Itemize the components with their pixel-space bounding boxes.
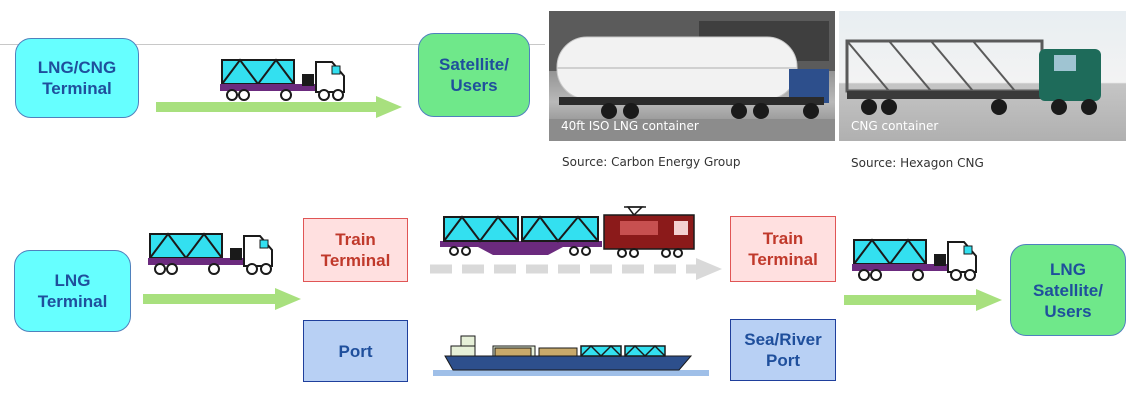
sea-river-port-box: Sea/River Port (730, 319, 836, 381)
cng-container-photo (839, 11, 1126, 141)
flow-arrow-icon (143, 288, 301, 310)
lng-terminal-box: LNG Terminal (14, 250, 131, 332)
port-left-box: Port (303, 320, 408, 382)
dashed-flow-arrow-icon (430, 258, 722, 280)
container-ship-icon (433, 335, 709, 376)
top-divider-line (0, 44, 545, 45)
lng-cng-terminal-box: LNG/CNG Terminal (15, 38, 139, 118)
container-truck-icon (852, 238, 977, 281)
train-terminal-left-box: Train Terminal (303, 218, 408, 282)
flow-arrow-icon (156, 96, 402, 118)
container-truck-icon (148, 232, 273, 275)
satellite-users-box: Satellite/ Users (418, 33, 530, 117)
train-terminal-right-box: Train Terminal (730, 216, 836, 282)
lng-satellite-users-box: LNG Satellite/ Users (1010, 244, 1126, 336)
cng-photo-source: Source: Hexagon CNG (851, 156, 984, 170)
container-train-icon (440, 206, 695, 258)
cng-container-caption: CNG container (851, 119, 939, 133)
lng-container-caption: 40ft ISO LNG container (561, 119, 699, 133)
lng-photo-source: Source: Carbon Energy Group (562, 155, 741, 169)
flow-arrow-icon (844, 289, 1002, 311)
lng-container-photo (549, 11, 835, 141)
container-truck-icon (220, 58, 345, 101)
